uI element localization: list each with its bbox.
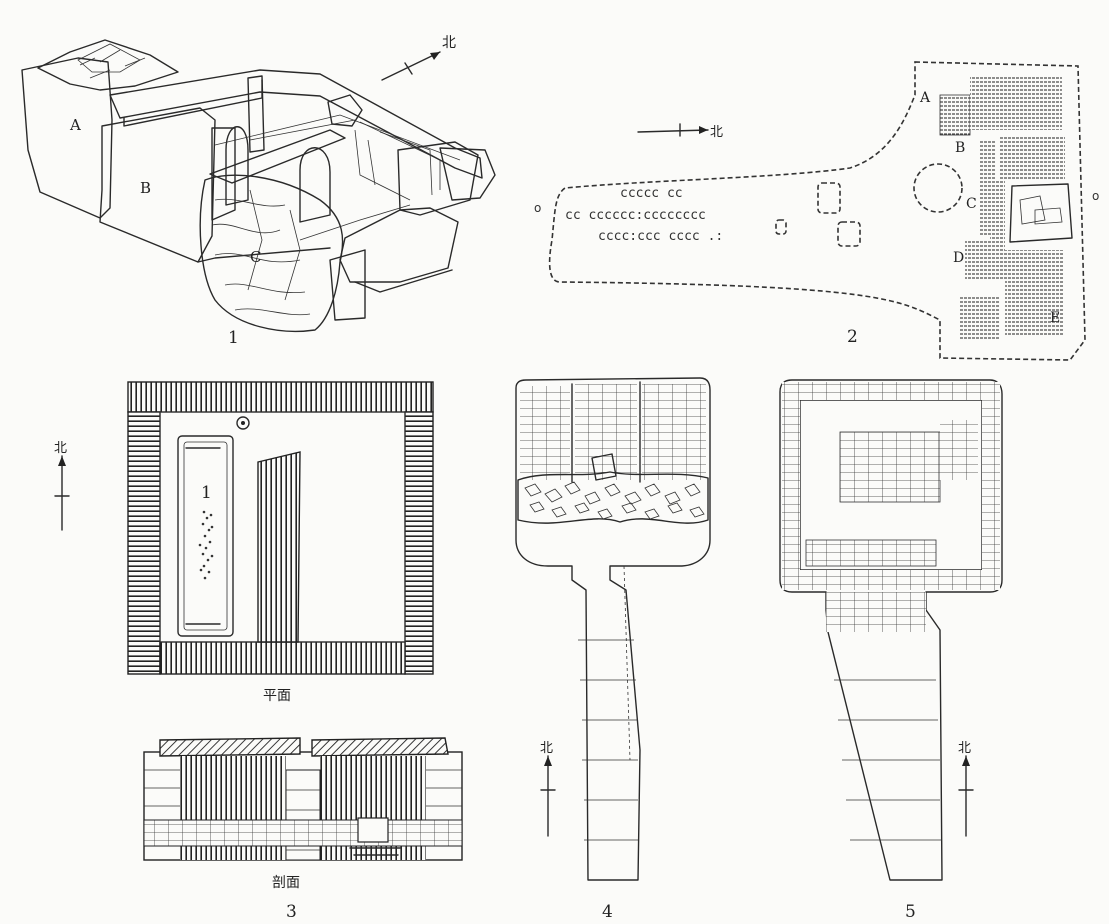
pit-rectangle-1 <box>817 182 841 214</box>
posthole-rows: ccccc cc cc cccccc:cccccccc cccc:ccc ccc… <box>565 186 723 244</box>
figure-1-perspective-drawing: A B C 北 1 <box>21 35 496 348</box>
figure-number-5: 5 <box>905 902 916 922</box>
svg-text:ccccc cc: ccccc cc <box>620 186 683 201</box>
stone-label-a: A <box>69 116 81 134</box>
north-arrow-fig1: 北 <box>381 35 456 81</box>
figure-number-1: 1 <box>228 328 239 348</box>
north-side-slab <box>109 69 483 179</box>
plan-partition-wall <box>257 451 301 643</box>
figure-number-2: 2 <box>847 327 858 347</box>
bead-scatter <box>198 510 214 580</box>
svg-text:o: o <box>534 201 541 215</box>
plan-wall-south <box>159 641 406 675</box>
stone-label-b: B <box>140 179 151 197</box>
svg-text:o: o <box>1092 189 1099 203</box>
figure-4-plan: 北 4 <box>515 377 711 922</box>
north-label-fig4: 北 <box>540 741 553 756</box>
north-arrow-fig2: 北 <box>637 123 723 140</box>
north-label-fig3: 北 <box>54 441 67 456</box>
stone-label-c: C <box>250 248 261 266</box>
figure-number-4: 4 <box>602 902 613 922</box>
north-arrow-fig4: 北 <box>540 741 556 837</box>
north-label-fig5: 北 <box>958 741 971 756</box>
stone-b <box>99 107 216 263</box>
figure-2-plan: ccccc cc cc cccccc:cccccccc cccc:ccc ccc… <box>534 61 1099 361</box>
tomb-outline-fig5 <box>779 379 1003 881</box>
plan-wall-north <box>127 381 434 413</box>
chamber-label-e: E <box>1050 310 1060 326</box>
tomb-outline-fig2 <box>548 61 1086 361</box>
north-arrow-fig5: 北 <box>958 741 974 837</box>
cap-rock-west <box>37 39 179 91</box>
section-caption: 剖面 <box>272 875 300 891</box>
north-label-fig1: 北 <box>442 35 456 51</box>
north-arrow-fig3: 北 <box>54 441 70 531</box>
plan-caption: 平面 <box>263 688 291 704</box>
svg-text:cc cccccc:cccccccc: cc cccccc:cccccccc <box>565 208 706 223</box>
north-label-fig2: 北 <box>710 125 723 140</box>
circular-pit <box>913 163 963 213</box>
svg-text:cccc:ccc cccc .:: cccc:ccc cccc .: <box>598 229 723 244</box>
figure-number-3: 3 <box>286 902 297 922</box>
chamber-label-a: A <box>919 90 931 106</box>
figure-3-plan-and-section: 北 1 平面 <box>54 381 463 922</box>
stone-c <box>199 174 344 333</box>
burial-number: 1 <box>201 483 212 503</box>
chamber-label-d: D <box>953 250 964 266</box>
stone-a <box>21 57 113 219</box>
tomb-outline-fig4 <box>515 377 711 881</box>
plan-wall-east <box>404 411 434 675</box>
chamber-label-c: C <box>966 196 977 212</box>
plan-wall-west <box>127 411 161 675</box>
section-drawing <box>143 737 463 861</box>
figure-5-plan: 北 5 <box>779 379 1003 922</box>
chamber-label-b: B <box>955 140 965 156</box>
coffin-outline <box>177 435 234 637</box>
pit-rectangle-2 <box>837 221 861 247</box>
